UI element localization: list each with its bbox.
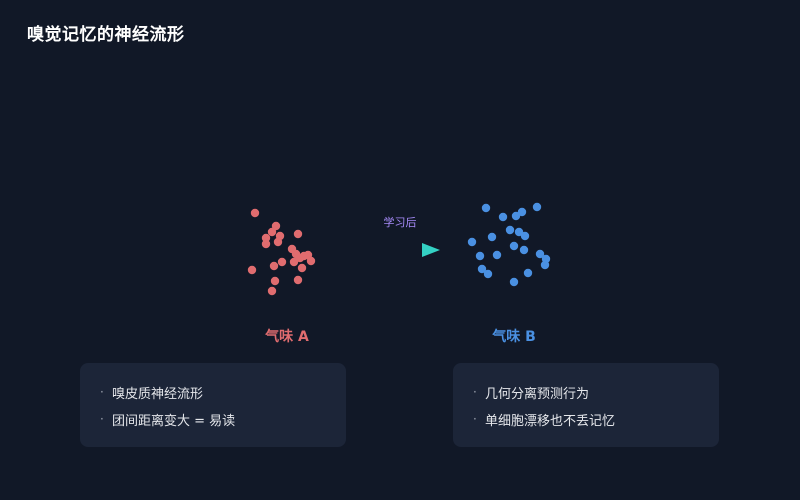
odor-a-point [261, 239, 271, 249]
odor-b-info-card: · 几何分离预测行为 · 单细胞漂移也不丢记忆 [453, 363, 719, 447]
odor-b-label: 气味 B [491, 328, 536, 345]
odor-b-point [481, 203, 491, 213]
page-title: 嗅觉记忆的神经流形 [27, 25, 185, 45]
odor-b-point [498, 212, 508, 222]
odor-b-point [492, 250, 502, 260]
odor-a-point [261, 233, 271, 243]
odor-a-point [293, 275, 303, 285]
odor-b-point [467, 237, 477, 247]
bullet-icon: · [473, 385, 477, 399]
odor-b-point [519, 245, 529, 255]
odor-a-cluster [247, 208, 316, 296]
odor-a-point [271, 221, 281, 231]
odor-a-point [306, 256, 316, 266]
list-item-text: 单细胞漂移也不丢记忆 [485, 413, 616, 429]
bullet-icon: · [473, 412, 477, 426]
odor-a-point [247, 265, 257, 275]
odor-b-point [514, 227, 524, 237]
odor-a-point [270, 276, 280, 286]
odor-a-point [293, 229, 303, 239]
odor-b-point [505, 225, 515, 235]
odor-a-point [250, 208, 260, 218]
odor-a-info-card: · 嗅皮质神经流形 · 团间距离变大 = 易读 [80, 363, 346, 447]
odor-b-point [523, 268, 533, 278]
odor-b-point [509, 241, 519, 251]
list-item-text: 几何分离预测行为 [485, 386, 590, 402]
odor-b-point [487, 232, 497, 242]
odor-a-point [299, 251, 309, 261]
odor-b-point [540, 260, 550, 270]
odor-b-point [535, 249, 545, 259]
odor-b-point [509, 277, 519, 287]
list-item: · 嗅皮质神经流形 [100, 383, 346, 402]
list-item-text: 团间距离变大 = 易读 [112, 413, 236, 429]
list-item: · 几何分离预测行为 [473, 383, 719, 402]
bullet-icon: · [100, 412, 104, 426]
odor-b-point [511, 211, 521, 221]
odor-a-point [297, 263, 307, 273]
odor-b-point [477, 264, 487, 274]
odor-a-point [269, 261, 279, 271]
list-item: · 单细胞漂移也不丢记忆 [473, 410, 719, 429]
odor-b-cluster [467, 202, 551, 287]
odor-a-point [277, 257, 287, 267]
odor-b-point [517, 207, 527, 217]
odor-a-point [267, 286, 277, 296]
odor-b-point [483, 269, 493, 279]
odor-a-label: 气味 A [264, 328, 309, 345]
odor-a-point [289, 257, 299, 267]
arrow-label: 学习后 [384, 215, 417, 229]
odor-a-point [267, 227, 277, 237]
odor-a-point [275, 231, 285, 241]
odor-b-point [475, 251, 485, 261]
odor-b-point [532, 202, 542, 212]
bullet-icon: · [100, 385, 104, 399]
list-item: · 团间距离变大 = 易读 [100, 410, 346, 429]
list-item-text: 嗅皮质神经流形 [112, 386, 204, 402]
odor-b-point [520, 231, 530, 241]
arrow-head-icon [422, 243, 440, 257]
